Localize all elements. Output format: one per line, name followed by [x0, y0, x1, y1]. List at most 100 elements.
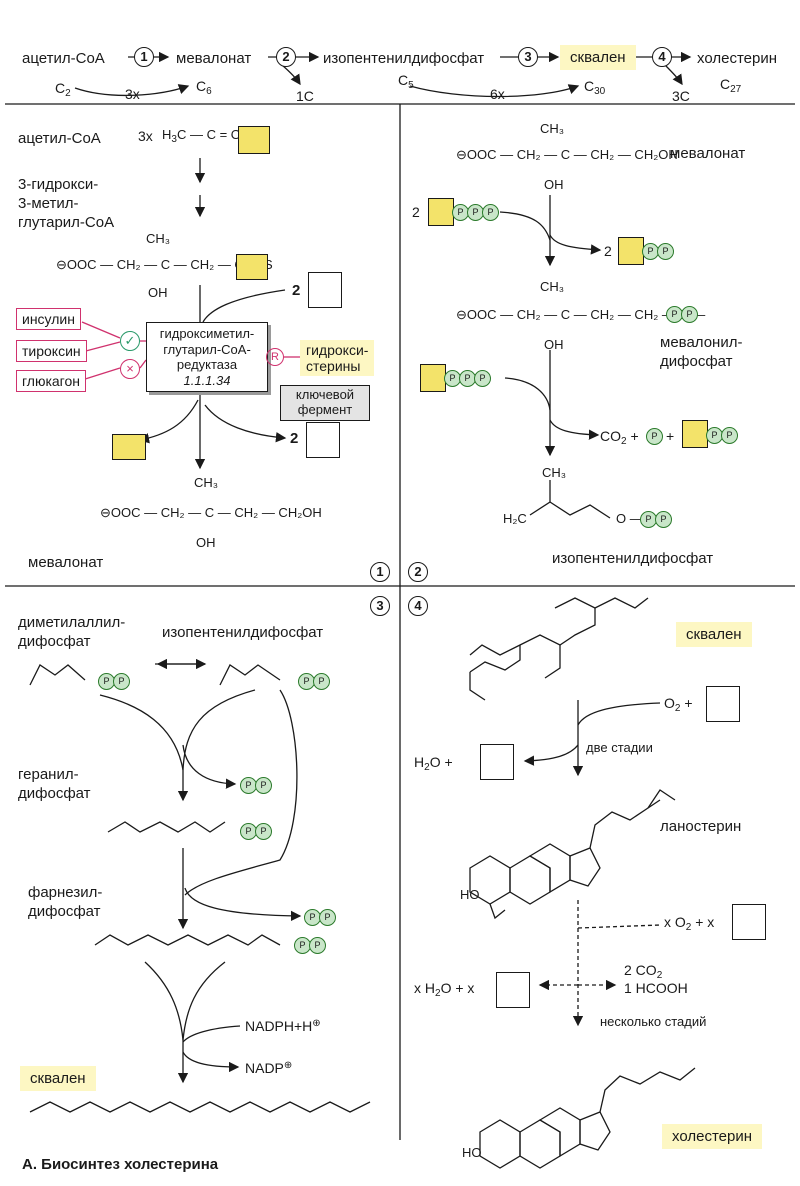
- p1-mev-oh: OH: [196, 535, 216, 550]
- p1-hmg-line3: глутарил-CoA: [18, 214, 115, 231]
- p2-adp-count: 2: [604, 243, 612, 259]
- p3-geranyl-line2: дифосфат: [18, 785, 91, 802]
- p2-mvp-ch3: CH₃: [540, 279, 565, 294]
- nadp-icon: [306, 422, 340, 458]
- p3-farnesyl-line2: дифосфат: [28, 903, 101, 920]
- nadp-icon: [480, 744, 514, 780]
- p1-hmg-oh: OH: [148, 285, 168, 300]
- p3-geranyl-line1: геранил-: [18, 766, 79, 783]
- p4-several-steps: несколько стадий: [600, 1014, 707, 1029]
- top-c27: C27: [720, 76, 742, 95]
- p1-panel-tag: 1: [370, 562, 390, 582]
- nadph-icon: [706, 686, 740, 722]
- step-2-badge: 2: [276, 47, 296, 67]
- p2-atp-count: 2: [412, 204, 420, 220]
- hmg-coa-reductase-box: гидроксиметил- глутарил-CoA- редуктаза 1…: [146, 322, 268, 393]
- p1-hmg-line1: 3-гидрокси-: [18, 176, 99, 193]
- p2-mevalonyl-line2: дифосфат: [660, 353, 733, 370]
- p4-o2: O2 +: [664, 695, 693, 714]
- p2-panel-tag: 2: [408, 562, 428, 582]
- p2-mevalonate: мевалонат: [670, 145, 746, 162]
- phosphate-icon: P: [657, 243, 674, 260]
- phosphate-icon: P: [681, 306, 698, 323]
- p1-nadp-count: 2: [290, 430, 299, 447]
- phosphate-icon: P: [255, 777, 272, 794]
- top-c2: C2: [55, 80, 71, 99]
- adp-adenosine-icon: [618, 237, 644, 265]
- p3-nadph: NADPH+H⊕: [245, 1018, 321, 1034]
- activation-check-icon: ✓: [120, 331, 140, 351]
- phosphate-icon: P: [309, 937, 326, 954]
- p3-panel-tag: 3: [370, 596, 390, 616]
- top-cholesterol: холестерин: [697, 50, 777, 67]
- top-c5: C5: [398, 72, 414, 91]
- coa-box-icon: [238, 126, 270, 154]
- p4-lanosterol: ланостерин: [660, 818, 742, 835]
- p1-hydroxysterols: гидрокси- стерины: [300, 340, 375, 377]
- top-times3: 3x: [125, 86, 140, 102]
- p3-farnesyl-line1: фарнезил-: [28, 884, 103, 901]
- p1-mevalonate: мевалонат: [28, 554, 104, 571]
- p2-mev-oh: OH: [544, 177, 564, 192]
- step-3-badge: 3: [518, 47, 538, 67]
- p2-ipp-ch3: CH₃: [542, 465, 567, 480]
- p4-squalene: сквален: [676, 622, 752, 647]
- p3-squalene: сквален: [20, 1066, 96, 1091]
- p4-lano-ho: HO: [460, 887, 480, 902]
- phosphate-icon: P: [313, 673, 330, 690]
- p4-h2o: H2O +: [414, 754, 453, 773]
- p1-mev-ch3: CH₃: [194, 475, 219, 490]
- key-enzyme-label: ключевой фермент: [280, 385, 370, 421]
- step-4-badge: 4: [652, 47, 672, 67]
- p4-cholesterol: холестерин: [662, 1124, 762, 1149]
- nadph-icon: [308, 272, 342, 308]
- step-1-badge: 1: [134, 47, 154, 67]
- top-times6: 6x: [490, 86, 505, 102]
- regulator-insulin: инсулин: [16, 308, 81, 330]
- inhibition-x-icon: ×: [120, 359, 140, 379]
- p2-ipp-h2c: H₂C: [503, 511, 527, 526]
- top-c6: C6: [196, 78, 212, 97]
- p4-x-o2: x O2 + x: [664, 914, 715, 933]
- figure-title: А. Биосинтез холестерина: [22, 1156, 219, 1173]
- phosphate-icon: P: [721, 427, 738, 444]
- top-squalene: сквален: [560, 45, 636, 70]
- phosphate-icon: P: [655, 511, 672, 528]
- adp-adenosine-icon: [682, 420, 708, 448]
- p3-ipp-label: изопентенилдифосфат: [162, 624, 324, 641]
- regulator-thyroxine: тироксин: [16, 340, 87, 362]
- p2-ipp-label: изопентенилдифосфат: [552, 550, 714, 567]
- coa-box-icon: [236, 254, 268, 280]
- atp-adenosine-icon: [420, 364, 446, 392]
- phosphate-icon: P: [482, 204, 499, 221]
- panel-dividers: [5, 103, 795, 1140]
- nadph-icon: [732, 904, 766, 940]
- p1-acetyl-count: 3x: [138, 128, 153, 144]
- phosphate-icon: P: [255, 823, 272, 840]
- top-mevalonate: мевалонат: [176, 50, 252, 67]
- p1-acetyl-coa: ацетил-CoA: [18, 130, 101, 147]
- p2-mev-formula: ⊖OOC — CH₂ — C — CH₂ — CH₂OH: [456, 147, 678, 162]
- top-3c: 3C: [672, 88, 690, 104]
- p2-mev-ch3: CH₃: [540, 121, 565, 136]
- coa-box-icon: [112, 434, 146, 460]
- p1-mev-formula: ⊖OOC — CH₂ — C — CH₂ — CH₂OH: [100, 505, 322, 520]
- top-ipp: изопентенилдифосфат: [323, 50, 485, 67]
- phosphate-icon: P: [113, 673, 130, 690]
- p4-panel-tag: 4: [408, 596, 428, 616]
- p3-nadp: NADP⊕: [245, 1060, 293, 1076]
- top-1c: 1C: [296, 88, 314, 104]
- p2-ipp-o: O —: [616, 511, 643, 526]
- p4-x-h2o: x H2O + x: [414, 980, 475, 999]
- p3-dmapp-line2: дифосфат: [18, 633, 91, 650]
- phosphate-icon: P: [319, 909, 336, 926]
- p4-hcooh: 1 HCOOH: [624, 980, 688, 996]
- p2-plus2: +: [666, 428, 675, 444]
- p1-nadph-count: 2: [292, 282, 301, 299]
- p2-mevalonyl-line1: мевалонил-: [660, 334, 743, 351]
- top-acetyl-coa: ацетил-CoA: [22, 50, 105, 67]
- p4-two-stages: две стадии: [586, 740, 653, 755]
- nadp-icon: [496, 972, 530, 1008]
- p2-mvp-oh: OH: [544, 337, 564, 352]
